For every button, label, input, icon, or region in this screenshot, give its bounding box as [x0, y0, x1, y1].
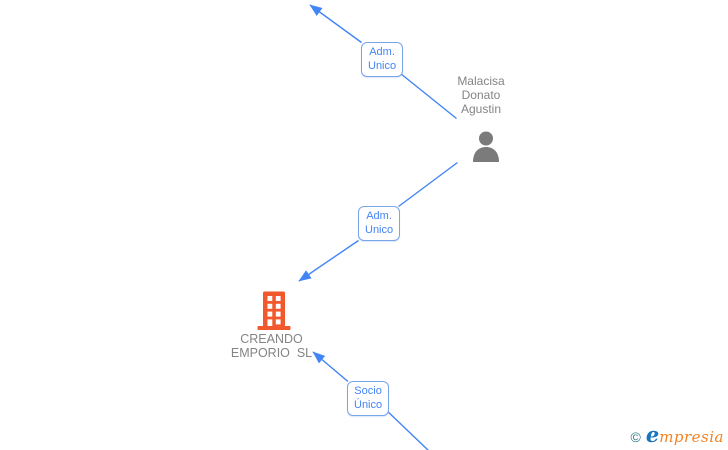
edge-label-line1: Adm.: [369, 46, 395, 58]
copyright-icon: ©: [630, 429, 641, 445]
company-name-line2: EMPORIO SL: [230, 346, 313, 360]
building-icon[interactable]: [256, 290, 292, 331]
edge-line-admunico-mid-to-company: [298, 239, 359, 282]
edge-line-person-to-admunico-mid: [398, 161, 458, 208]
company-node-name[interactable]: CREANDO EMPORIO SL: [221, 332, 322, 360]
person-icon-glyph: [473, 131, 499, 162]
person-name-line2: Donato: [461, 88, 501, 102]
building-icon-glyph: [257, 291, 291, 330]
empresia-wordmark: empresia: [646, 422, 724, 447]
edge-label-line1: Socio: [354, 385, 382, 397]
edge-line-top-offscreen: [309, 4, 362, 44]
edge-line-admunico-top-to-person: [397, 70, 457, 120]
person-name-line1: Malacisa: [457, 74, 505, 88]
edge-label-adm-unico-top[interactable]: Adm. Unico: [361, 42, 404, 77]
person-icon[interactable]: [470, 130, 502, 163]
empresia-logo[interactable]: © empresia: [630, 422, 724, 447]
edge-label-line2: Unico: [365, 224, 394, 236]
edge-label-socio-unico[interactable]: Socio Único: [347, 381, 390, 416]
brand-rest: mpresia: [659, 428, 724, 446]
edge-label-line2: Único: [354, 399, 383, 411]
edge-label-line2: Unico: [368, 60, 397, 72]
edge-line-socio-to-company: [312, 351, 349, 383]
edge-line-socio-offscreen: [383, 406, 429, 450]
person-name-line3: Agustin: [460, 102, 502, 116]
brand-initial: e: [645, 422, 660, 447]
person-node-name[interactable]: Malacisa Donato Agustin: [441, 74, 521, 116]
edge-label-adm-unico-middle[interactable]: Adm. Unico: [358, 206, 401, 241]
company-name-line1: CREANDO: [240, 332, 303, 346]
edge-label-line1: Adm.: [366, 210, 392, 222]
